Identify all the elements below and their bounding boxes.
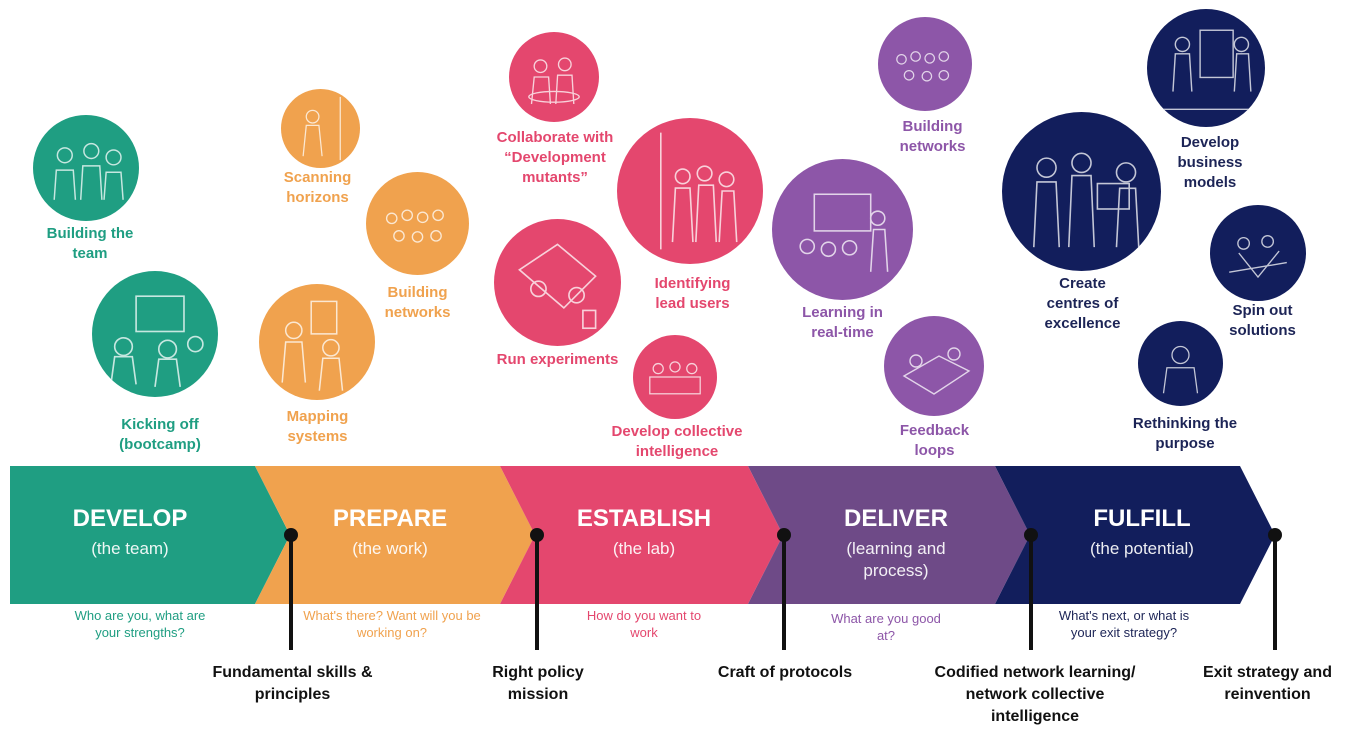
photo-identifying-lead-users (617, 118, 763, 264)
photo-scanning-horizons (281, 89, 360, 168)
milestone-dot-1 (284, 528, 298, 542)
phase-prepare-arrow (255, 466, 535, 604)
milestone-label-2: Right policy mission (492, 664, 584, 703)
phase-title-establish: ESTABLISH (576, 505, 712, 532)
phase-title-fulfill: FULFILL (1093, 505, 1191, 532)
phase-question-prepare: What's there? Want will you be working o… (303, 608, 481, 640)
activity-label-kicking-off: Kicking off (bootcamp) (119, 416, 201, 453)
photo-mapping-systems (259, 284, 375, 400)
milestone-label-5: Exit strategy and reinvention (1203, 664, 1332, 703)
milestone-dot-3 (777, 528, 791, 542)
activity-label-learning-in-real-time: Learning in real-time (802, 304, 883, 341)
photo-building-networks-prepare (366, 172, 469, 275)
photo-create-centres-of-excellence (1002, 112, 1161, 271)
milestone-stem-4 (1029, 538, 1033, 650)
photo-develop-collective-intelligence (633, 335, 717, 419)
activity-label-scanning-horizons: Scanning horizons (283, 169, 352, 206)
phase-subtitle-develop: (the team) (91, 539, 169, 558)
milestone-dot-5 (1268, 528, 1282, 542)
phase-deliver-arrow (748, 466, 1030, 604)
photo-building-the-team (33, 115, 139, 221)
activity-label-spin-out-solutions: Spin out solutions (1229, 302, 1296, 339)
milestone-stem-2 (535, 538, 539, 650)
activity-label-building-the-team: Building the team (46, 225, 134, 262)
activity-label-collaborate: Collaborate with “Development mutants” (496, 129, 614, 186)
photo-run-experiments (494, 219, 621, 346)
phase-question-develop: Who are you, what are your strengths? (74, 608, 206, 640)
phase-subtitle-establish: (the lab) (612, 539, 676, 558)
phase-subtitle-prepare: (the work) (352, 539, 428, 558)
activity-label-building-networks-prepare: Building networks (384, 284, 451, 321)
milestone-label-4: Codified network learning/ network colle… (934, 664, 1136, 725)
phase-title-prepare: PREPARE (332, 505, 448, 532)
phase-question-deliver: What are you good at? (831, 611, 941, 643)
activity-label-develop-business-models: Develop business models (1177, 134, 1243, 191)
activity-label-identifying-lead-users: Identifying lead users (654, 275, 731, 312)
milestone-dot-2 (530, 528, 544, 542)
activity-label-run-experiments: Run experiments (496, 351, 619, 368)
activity-label-rethinking-the-purpose: Rethinking the purpose (1132, 415, 1238, 452)
phase-establish-arrow (500, 466, 783, 604)
milestone-stem-3 (782, 538, 786, 650)
milestone-label-3: Craft of protocols (717, 664, 853, 681)
phase-develop-arrow (10, 466, 290, 604)
photo-kicking-off (92, 271, 218, 397)
photo-building-networks-deliver (878, 17, 972, 111)
photo-learning-in-real-time (772, 159, 913, 300)
activity-label-feedback-loops: Feedback loops (899, 422, 970, 459)
phase-question-fulfill: What's next, or what is your exit strate… (1058, 608, 1190, 640)
activity-label-create-centres-of-excellence: Create centres of excellence (1044, 275, 1121, 332)
photo-rethinking-the-purpose (1138, 321, 1223, 406)
phase-title-develop: DEVELOP (72, 505, 188, 532)
activity-label-building-networks-deliver: Building networks (899, 118, 966, 155)
milestone-label-1: Fundamental skills & principles (212, 664, 373, 703)
photo-feedback-loops (884, 316, 984, 416)
phase-question-establish: How do you want to work (586, 608, 702, 640)
phase-fulfill-arrow (995, 466, 1275, 604)
phase-title-deliver: DELIVER (843, 505, 948, 532)
photo-spin-out-solutions (1210, 205, 1306, 301)
activity-label-develop-collective-intelligence: Develop collective intelligence (611, 423, 743, 460)
activity-label-mapping-systems: Mapping systems (286, 408, 349, 445)
milestone-stem-5 (1273, 538, 1277, 650)
milestone-dot-4 (1024, 528, 1038, 542)
milestone-stem-1 (289, 538, 293, 650)
phase-subtitle-fulfill: (the potential) (1090, 539, 1194, 558)
photo-develop-business-models (1147, 9, 1265, 127)
photo-collaborate-development-mutants (509, 32, 599, 122)
phase-subtitle-deliver: (learning and process) (846, 539, 946, 580)
